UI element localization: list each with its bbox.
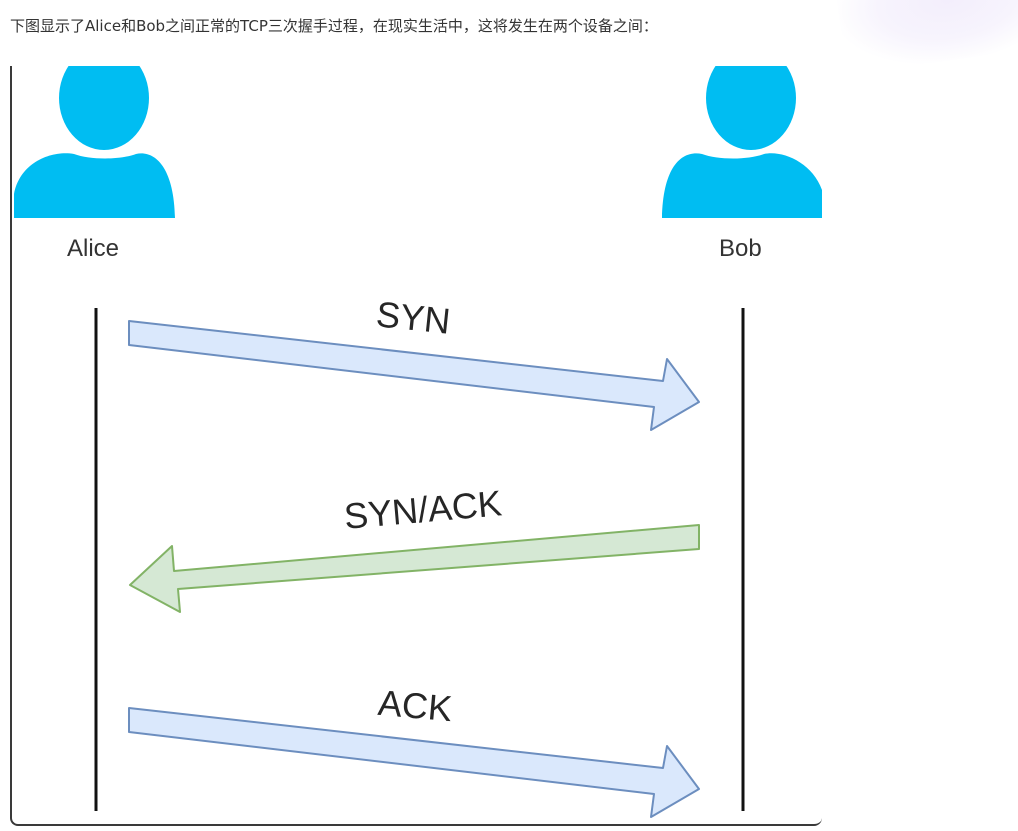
bob-label: Bob (719, 235, 762, 262)
alice-head (59, 66, 149, 150)
ack-arrow (128, 707, 700, 818)
syn-label: SYN (374, 293, 452, 342)
bob-person-icon (662, 66, 822, 218)
diagram-canvas: Alice Bob SYN SYN/ACK ACK (14, 66, 822, 818)
alice-body (14, 153, 175, 218)
alice-person-icon (14, 66, 175, 218)
alice-label: Alice (67, 235, 119, 262)
ack-label: ACK (376, 682, 453, 729)
intro-text: 下图显示了Alice和Bob之间正常的TCP三次握手过程，在现实生活中，这将发生… (10, 17, 658, 35)
syn-ack-arrow (129, 524, 700, 613)
background-decoration (830, 0, 1018, 75)
bob-head (706, 66, 796, 150)
syn-ack-label: SYN/ACK (342, 482, 503, 537)
bob-body (662, 153, 822, 218)
tcp-handshake-diagram: Alice Bob SYN SYN/ACK ACK (10, 66, 822, 826)
syn-arrow (128, 320, 700, 431)
